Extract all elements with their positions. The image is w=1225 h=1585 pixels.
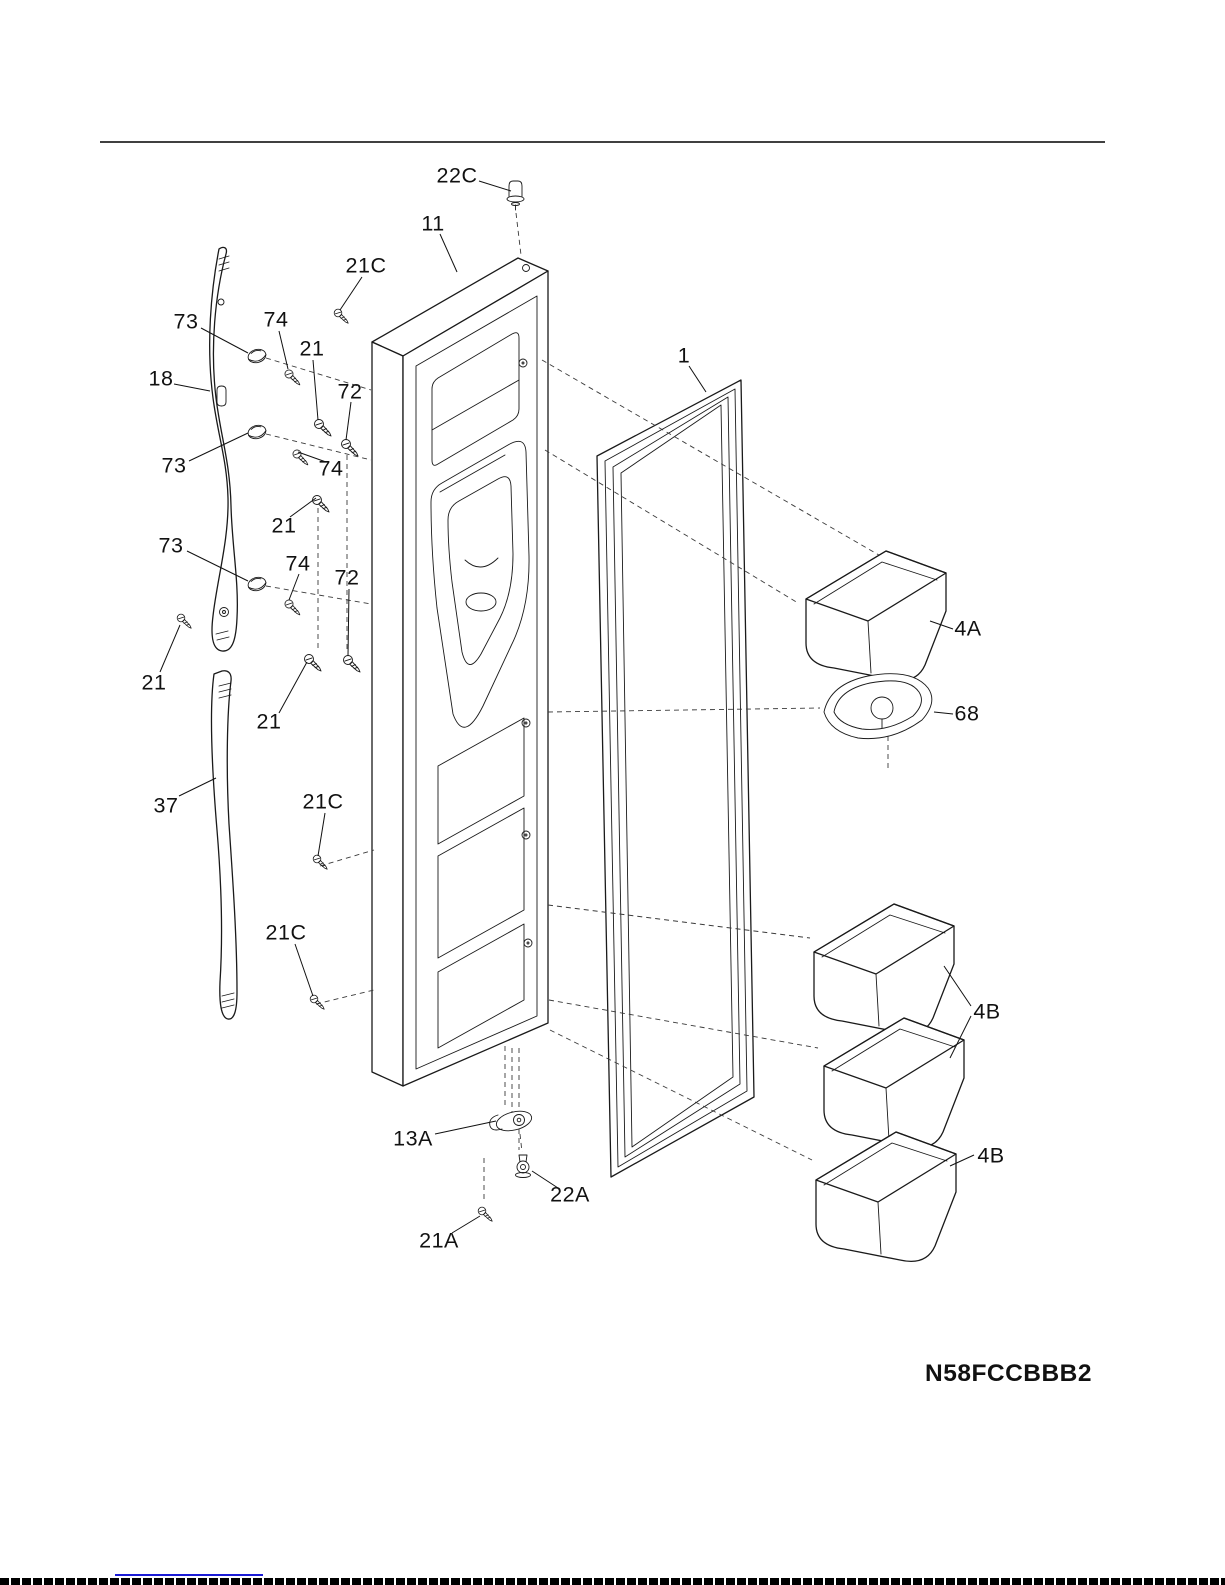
freezer-door-panel — [371, 257, 549, 1087]
tilt-tray-68 — [823, 673, 933, 740]
screws-21c — [308, 307, 352, 1013]
bottom-hinge-bracket-13a — [489, 1110, 533, 1132]
door-handle — [209, 246, 238, 652]
callout-73-low: 73 — [158, 533, 184, 558]
dispenser-housing — [430, 440, 530, 728]
callout-22c: 22C — [436, 163, 478, 188]
callout-21a: 21A — [419, 1228, 459, 1253]
callout-21c-top: 21C — [345, 253, 387, 278]
door-bin-4b-3 — [815, 1131, 957, 1263]
callout-18: 18 — [148, 366, 174, 391]
callout-74-low: 74 — [285, 551, 311, 576]
leader-lines — [159, 180, 975, 1234]
callout-1: 1 — [677, 343, 691, 368]
callout-68: 68 — [954, 701, 980, 726]
screw-21a — [476, 1205, 496, 1225]
callout-74-top: 74 — [263, 307, 289, 332]
callout-4a: 4A — [954, 616, 982, 641]
handle-caps-73 — [246, 346, 268, 594]
callout-74-mid: 74 — [318, 456, 344, 481]
callout-21c-low: 21C — [265, 920, 307, 945]
door-bin-4b-1 — [813, 903, 955, 1035]
callout-73-mid: 73 — [161, 453, 187, 478]
hinge-pin-22c — [506, 180, 525, 211]
footer-blue-line — [115, 1574, 263, 1576]
handle-trim — [210, 670, 238, 1020]
callout-21-top: 21 — [299, 336, 325, 361]
callout-72-low: 72 — [334, 565, 360, 590]
footer-band — [0, 1578, 1225, 1585]
door-bin-4a — [805, 550, 947, 682]
callout-21-left: 21 — [141, 670, 167, 695]
model-code: N58FCCBBB2 — [925, 1360, 1093, 1387]
hinge-pin-hole — [522, 264, 530, 272]
alignment-dashed-lines — [265, 212, 889, 1202]
callout-13a: 13A — [393, 1126, 433, 1151]
callout-21-mid: 21 — [271, 513, 297, 538]
bearing-22a — [515, 1154, 531, 1178]
callout-21c-mid: 21C — [302, 789, 344, 814]
callout-72-top: 72 — [337, 379, 363, 404]
callout-73-top: 73 — [173, 309, 199, 334]
callout-4b-top: 4B — [973, 999, 1001, 1024]
callout-21-low: 21 — [256, 709, 282, 734]
callout-22a: 22A — [550, 1182, 590, 1207]
door-bin-4b-2 — [823, 1017, 965, 1149]
callout-11: 11 — [421, 211, 445, 236]
liner-screw-bosses — [518, 358, 533, 948]
callout-37: 37 — [153, 793, 179, 818]
door-gasket — [596, 379, 755, 1178]
callout-4b-low: 4B — [977, 1143, 1005, 1168]
